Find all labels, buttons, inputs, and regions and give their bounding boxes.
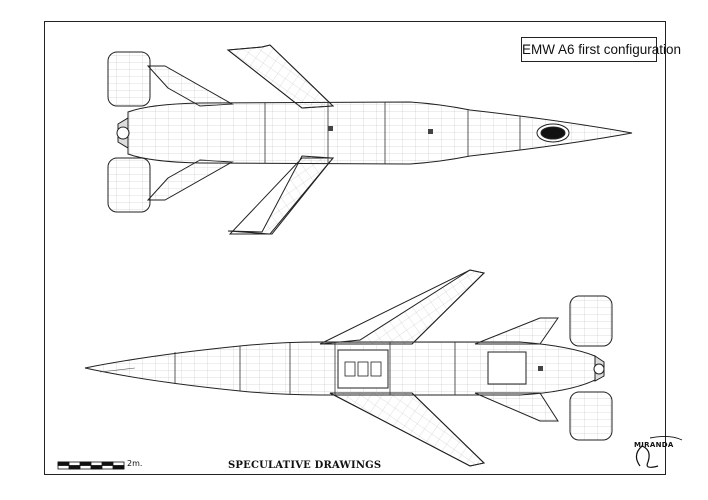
top-view-lower-wing <box>227 155 335 235</box>
scale-label: 2m. <box>127 459 143 468</box>
bottom-view-intake <box>487 351 527 385</box>
bottom-view-lower-tailplane <box>474 392 559 422</box>
top-view-upper-engine-pod <box>107 51 151 107</box>
top-view-upper-tailplane <box>146 65 234 107</box>
bottom-view <box>84 269 613 467</box>
top-view-lower-engine-pod <box>107 157 151 213</box>
scale-bar <box>57 461 125 470</box>
speculative-caption: SPECULATIVE DRAWINGS <box>228 460 382 471</box>
top-view <box>107 44 633 235</box>
bottom-view-upper-wing <box>319 269 486 345</box>
top-view-fuselage <box>127 101 633 165</box>
drawing-title: EMW A6 first configuration <box>521 37 681 62</box>
bottom-view-lower-wing <box>329 392 486 467</box>
bottom-view-upper-engine-pod <box>569 295 613 347</box>
bottom-view-upper-tailplane <box>474 317 559 345</box>
logo-text: MIRANDA <box>634 441 674 449</box>
top-view-upper-wing <box>226 44 335 109</box>
miranda-logo <box>635 435 683 468</box>
top-view-lower-tailplane <box>146 159 234 201</box>
bottom-view-lower-engine-pod <box>569 391 613 441</box>
drawing-frame <box>44 21 666 475</box>
